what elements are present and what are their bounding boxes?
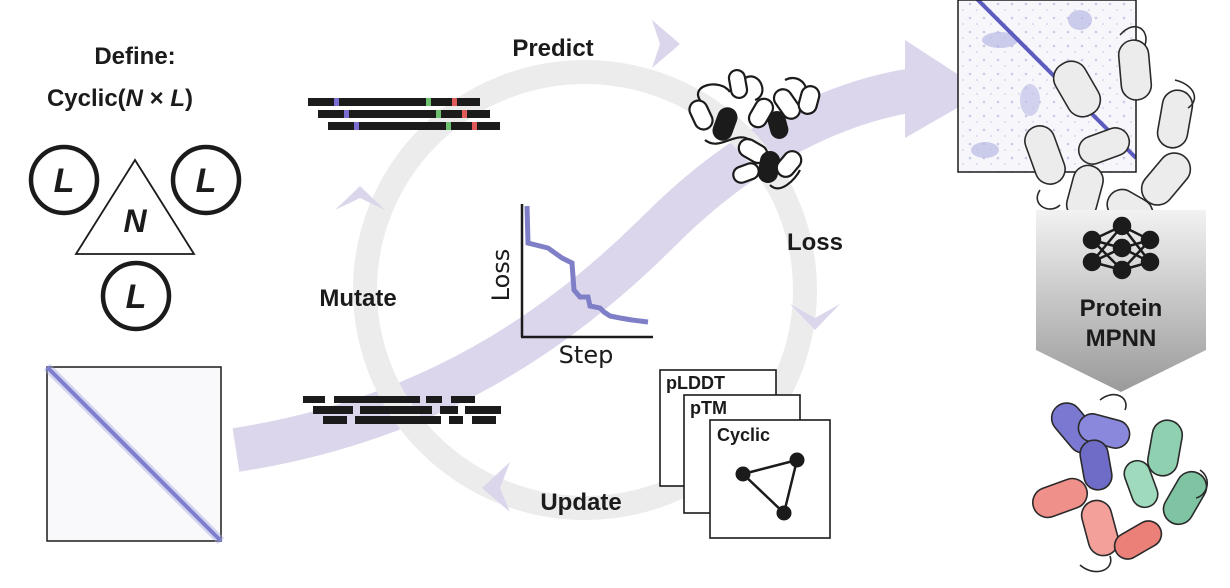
chevron-bottom [482,462,510,512]
svg-text:pTM: pTM [690,398,727,418]
mutate-label: Mutate [319,285,396,312]
svg-text:L: L [54,162,75,200]
cyclic-triangle-icon [735,452,805,521]
chevron-top [652,20,680,68]
mpnn-label-line2: MPNN [1086,325,1157,352]
cycle-ring [353,60,817,520]
circle-l-left: L [28,144,100,216]
update-label: Update [540,489,621,516]
define-block: Define: Cyclic(N × L) N L L L [28,43,242,332]
define-title: Define: [94,43,175,70]
colored-structure [1031,393,1208,573]
loss-x-label: Step [559,341,614,369]
circle-l-right: L [170,144,242,216]
triangle-n-label: N [123,203,147,239]
loss-cards: pLDDT pTM Cyclic [659,369,831,539]
define-formula: Cyclic(N × L) [47,85,193,112]
chevron-right [790,304,840,330]
predicted-structure [688,68,821,190]
gray-structure [1024,25,1196,230]
mpnn-label-line1: Protein [1080,295,1163,322]
loss-y-label: Loss [487,249,515,302]
svg-text:L: L [196,162,217,200]
svg-text:L: L [126,278,147,316]
triangle-n [74,158,196,255]
chevron-left [335,186,385,210]
svg-text:Cyclic: Cyclic [717,425,770,445]
loss-label: Loss [787,229,843,256]
protein-mpnn-block: Protein MPNN [1036,210,1206,392]
loss-curve [524,205,649,325]
initial-contact-map [43,363,225,545]
predict-label: Predict [512,35,593,62]
neural-network-icon [1082,216,1160,280]
svg-text:pLDDT: pLDDT [666,373,725,393]
card-cyclic: Cyclic [709,419,831,539]
mutated-sequences [308,98,500,130]
circle-l-bottom: L [100,260,172,332]
loss-plot: Loss Step [487,204,653,369]
cycle-chevrons [335,20,840,512]
initial-sequences [303,396,501,424]
